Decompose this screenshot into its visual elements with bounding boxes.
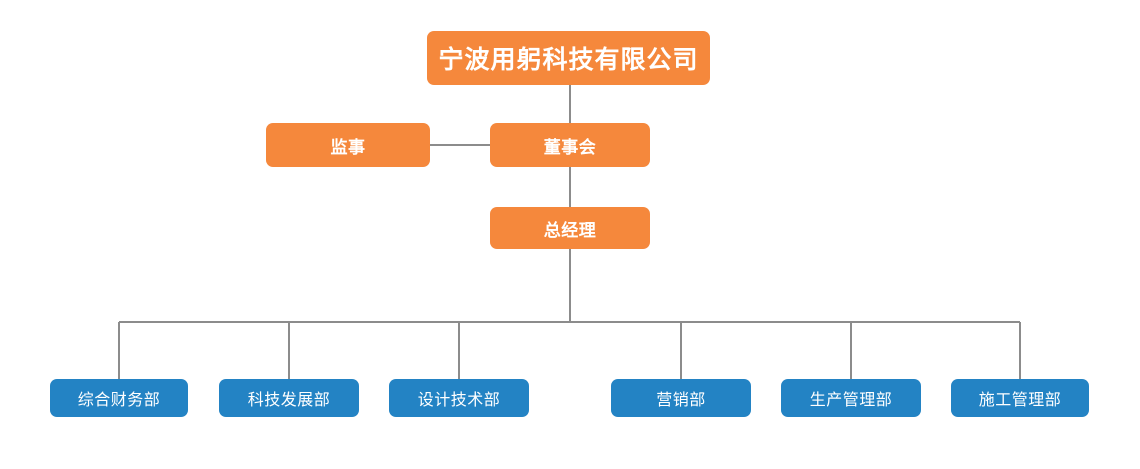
node-board-of-directors[interactable]: 董事会 [490,123,650,167]
node-department-finance[interactable]: 综合财务部 [50,379,188,417]
node-department-design-technology[interactable]: 设计技术部 [389,379,529,417]
node-department-technology-development[interactable]: 科技发展部 [219,379,359,417]
node-company[interactable]: 宁波用躬科技有限公司 [427,31,710,85]
node-department-production-management[interactable]: 生产管理部 [781,379,921,417]
node-department-construction-management[interactable]: 施工管理部 [951,379,1089,417]
node-department-marketing[interactable]: 营销部 [611,379,751,417]
node-general-manager[interactable]: 总经理 [490,207,650,249]
node-supervisor[interactable]: 监事 [266,123,430,167]
